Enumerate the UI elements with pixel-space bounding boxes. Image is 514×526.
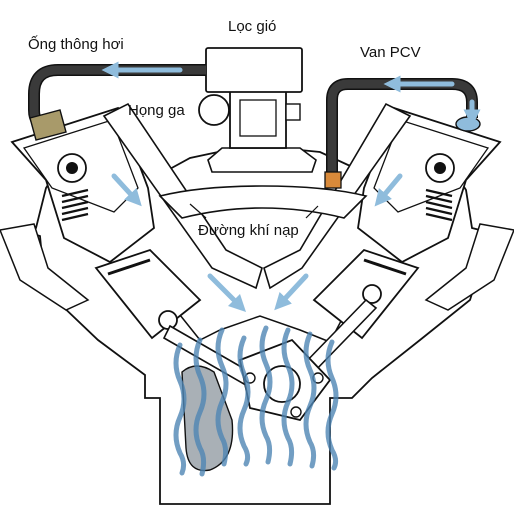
camshaft-icon [57,153,455,183]
intake-manifold-leader-right [305,205,319,219]
pcv-fitting [324,171,342,189]
valve-spring-icon [61,188,453,222]
air-filter-box [205,47,303,93]
air-filter-label: Lọc gió [228,18,277,35]
hose-connector-left [29,109,67,141]
intake-manifold-label: Đường khí nạp [198,222,299,239]
flow-arrow-icon [101,61,481,313]
throttle-body [198,89,301,149]
blowby-gas-waves [173,325,339,477]
piston-pin-icon [158,284,382,330]
throttle-body-label: Họng ga [128,102,185,119]
intake-manifold-leader-left [189,203,207,219]
breather-hose-label: Ống thông hơi [28,36,124,53]
manifold-top [207,147,317,173]
pcv-valve-grommet [455,116,481,132]
connecting-rod-left [162,324,252,386]
pcv-valve-label: Van PCV [360,44,421,61]
